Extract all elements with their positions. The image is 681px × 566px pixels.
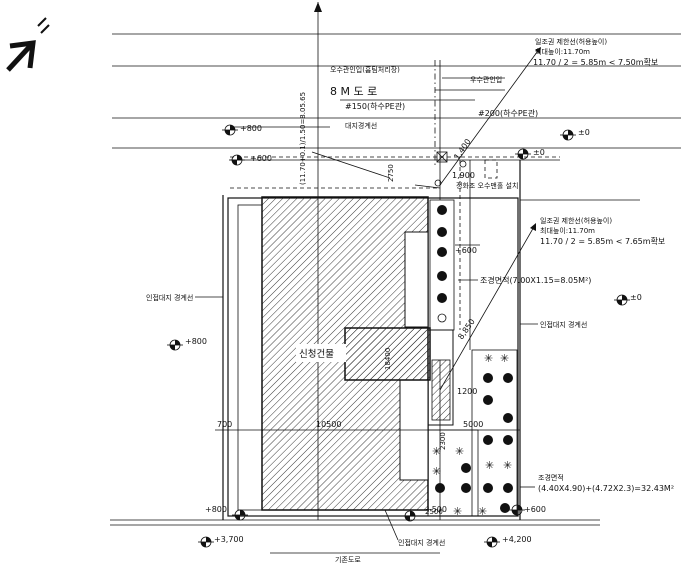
svg-text:✳: ✳: [432, 445, 441, 458]
adjacent-right-label: 인접대지 경계선: [540, 320, 587, 329]
svg-text:✳: ✳: [432, 465, 441, 478]
north-arrow-icon: [6, 17, 50, 72]
boundary-line-label: 대지경계선: [345, 121, 377, 130]
pipe-150-label: #150(하수PE관): [345, 101, 405, 111]
existing-road-label: 기존도로: [335, 555, 361, 564]
level-label-bottom-mid: +500: [425, 505, 447, 514]
adjacent-left-label: 인접대지 경계선: [146, 293, 193, 302]
level-label-zero-1: ±0: [578, 128, 590, 137]
svg-text:✳: ✳: [503, 459, 512, 472]
road-dimension-lines: [340, 60, 505, 200]
pipe-200-label: #200(하수PE관): [478, 108, 538, 118]
dim-700: 700: [217, 420, 232, 429]
adjacent-bottom-leader: [384, 509, 399, 541]
building-depth-label: 18400: [384, 348, 392, 370]
dim-2300: 2300: [439, 432, 447, 450]
level-label-bottom-2: +4,200: [502, 535, 532, 544]
landscape-area-bottom: ✳ ✳ ✳ ✳ ✳ ✳ ✳ ✳ ✳: [427, 349, 535, 518]
dim-2750: 2750: [387, 164, 395, 182]
level-label-bottom-1: +3,700: [214, 535, 244, 544]
dim-2500: 2500: [425, 508, 443, 516]
building-label: 신청건물: [299, 349, 334, 360]
level-label-bottom-right: +600: [524, 505, 546, 514]
svg-text:✳: ✳: [485, 459, 494, 472]
landscape-area-1: 조경면적(7.00X1.15=8.05M²): [480, 275, 591, 285]
svg-text:✳: ✳: [484, 352, 493, 365]
adjacent-bottom-label: 인접대지 경계선: [398, 538, 445, 547]
road-name: 8 M 도 로: [330, 85, 377, 98]
dim-5000: 5000: [463, 420, 483, 429]
level-label-zero-2: ±0: [533, 148, 545, 157]
level-label-zero-3: ±0: [630, 293, 642, 302]
landscape-strip-top: [429, 199, 478, 331]
level-label-left: +800: [185, 337, 207, 346]
level-label-top-left2: +600: [250, 154, 272, 163]
svg-text:✳: ✳: [455, 445, 464, 458]
site-boundary: [110, 160, 640, 526]
septic-label: 정화조 오수맨홀 설치: [456, 181, 518, 190]
svg-text:✳: ✳: [500, 352, 509, 365]
sun-top-height: 최대높이:11.70m: [535, 47, 590, 56]
sun-top-calc: 11.70 / 2 = 5.85m < 7.50m확보: [533, 57, 658, 67]
dim-8850: 8,850: [456, 317, 477, 341]
sun-mid-height: 최대높이:11.70m: [540, 226, 595, 235]
level-label-right-mid: +600: [455, 246, 477, 255]
dim-1200: 1200: [457, 387, 477, 396]
septic-manhole: [434, 151, 498, 187]
dim-1400: 1,400: [452, 137, 473, 161]
road-lines: [112, 33, 681, 161]
landscape-area-2-calc: (4.40X4.90)+(4.72X2.3)=32.43M²: [538, 484, 674, 493]
level-label-top-left: +800: [240, 124, 262, 133]
dim-10500: 10500: [316, 420, 341, 429]
sunlight-restriction-lines: [230, 47, 541, 391]
road-boundary-label: 오수관인입(흄팀처리장): [330, 65, 400, 74]
level-label-bottom-left: +800: [205, 505, 227, 514]
sun-top-title: 일조권 제한선(허용높이): [535, 37, 607, 46]
water-meter-label: 우수관인입: [470, 75, 502, 84]
level-marker-icons: [167, 124, 630, 548]
svg-text:✳: ✳: [478, 505, 487, 518]
angle-dimension-label: (11.70+0.1)/1.50=8.05.65: [299, 92, 307, 185]
dim-1900: 1,900: [452, 171, 475, 180]
sun-mid-title: 일조권 제한선(허용높이): [540, 216, 612, 225]
svg-text:✳: ✳: [453, 505, 462, 518]
landscape-area-2-title: 조경면적: [538, 473, 564, 482]
building: [261, 196, 454, 511]
sun-mid-calc: 11.70 / 2 = 5.85m < 7.65m확보: [540, 236, 665, 246]
